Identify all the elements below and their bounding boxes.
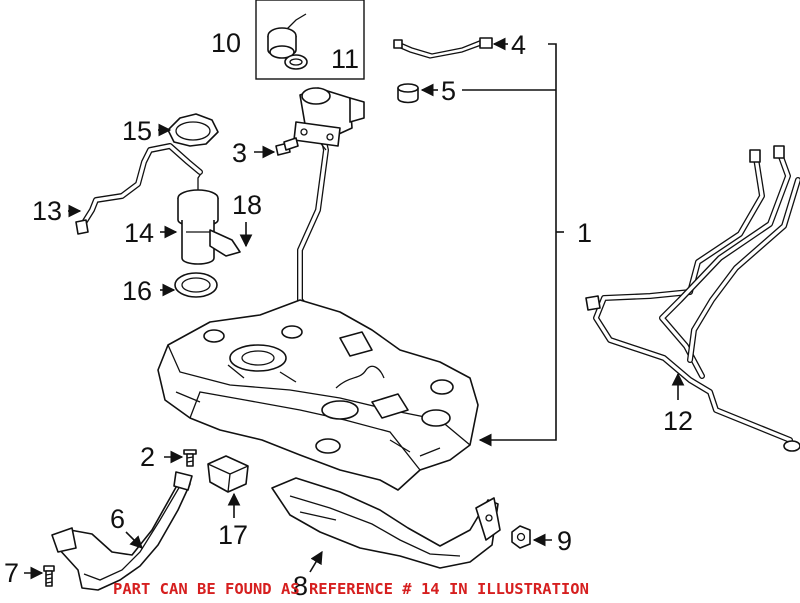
callout-17: 17 bbox=[218, 520, 248, 550]
bolt-3 bbox=[275, 137, 299, 156]
fuel-pump-14 bbox=[177, 171, 241, 265]
callout-1: 1 bbox=[577, 218, 592, 248]
callout-18: 18 bbox=[232, 190, 262, 220]
callout-12: 12 bbox=[663, 406, 693, 436]
callout-8: 8 bbox=[293, 571, 308, 601]
bolt-7 bbox=[43, 565, 55, 587]
callout-15: 15 bbox=[122, 116, 152, 146]
callout-10: 10 bbox=[211, 28, 241, 58]
callout-2: 2 bbox=[140, 442, 155, 472]
gasket-16 bbox=[174, 272, 218, 298]
wiring-harness-4 bbox=[393, 37, 493, 59]
callout-5: 5 bbox=[441, 76, 456, 106]
callout-4: 4 bbox=[511, 30, 526, 60]
fuel-lines-12 bbox=[585, 145, 800, 452]
nut-9 bbox=[511, 525, 531, 549]
bolt-2 bbox=[183, 449, 197, 467]
lock-ring-15 bbox=[167, 113, 219, 147]
callout-9: 9 bbox=[557, 526, 572, 556]
callout-7: 7 bbox=[4, 558, 19, 588]
filler-neck bbox=[293, 87, 365, 323]
callout-16: 16 bbox=[122, 276, 152, 306]
callout-labels: 1 2 3 4 5 6 7 8 9 10 11 12 13 14 15 16 1… bbox=[4, 28, 693, 601]
detail-box bbox=[255, 0, 365, 80]
fuel-tank bbox=[157, 299, 479, 491]
callout-3: 3 bbox=[232, 138, 247, 168]
grommet-5 bbox=[397, 83, 419, 104]
fuel-cap-10 bbox=[267, 13, 307, 59]
reference-note: PART CAN BE FOUND AS REFERENCE # 14 IN I… bbox=[113, 580, 589, 598]
callout-6: 6 bbox=[110, 504, 125, 534]
callout-13: 13 bbox=[32, 196, 62, 226]
callout-11: 11 bbox=[331, 44, 359, 74]
seal-ring-11 bbox=[284, 54, 308, 70]
fuel-line-13 bbox=[75, 143, 203, 235]
tank-strap bbox=[51, 471, 193, 591]
callout-14: 14 bbox=[124, 218, 154, 248]
heat-shield bbox=[271, 477, 501, 569]
part-17 bbox=[207, 455, 249, 493]
leader-lines bbox=[24, 37, 685, 580]
